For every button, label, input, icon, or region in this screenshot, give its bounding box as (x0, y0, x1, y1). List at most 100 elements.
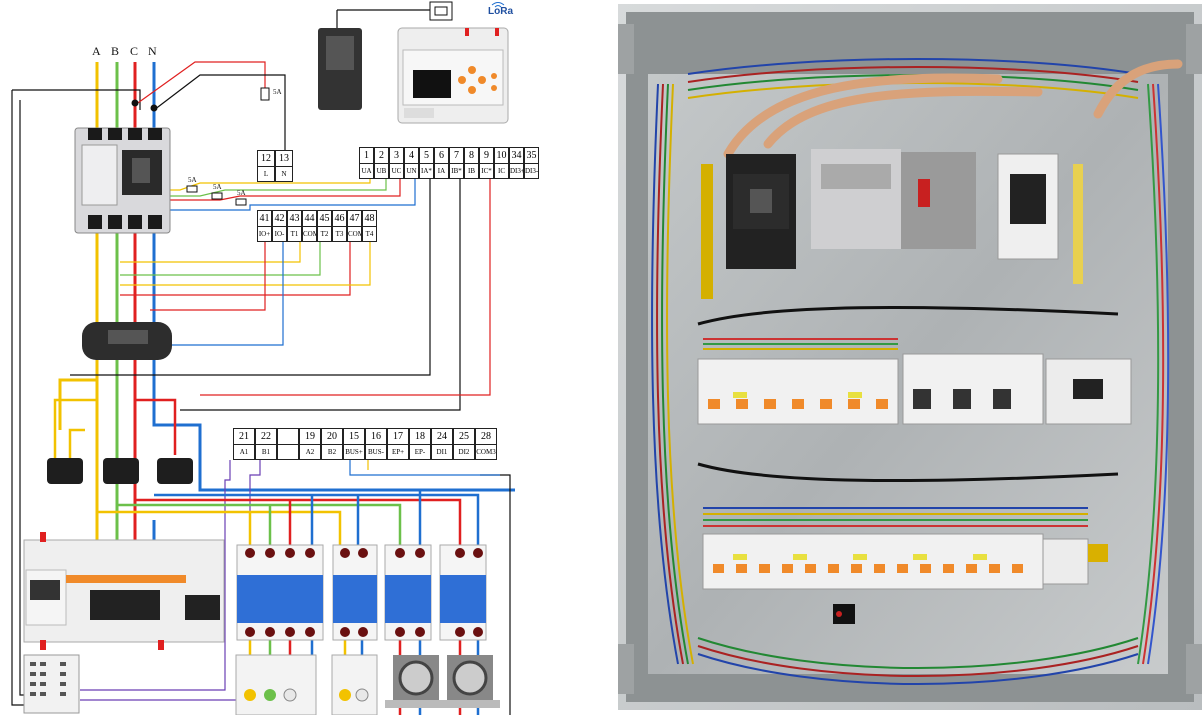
terminal-number: 12 (258, 151, 274, 167)
terminal-label: IA (437, 167, 446, 175)
junction-dots (131, 99, 158, 112)
terminal-label: IC* (481, 167, 492, 175)
terminal-number: 1 (360, 148, 373, 164)
terminal-number: 45 (318, 211, 331, 227)
terminal-label: UC (391, 167, 402, 175)
terminal-label: UA (361, 167, 372, 175)
main-breaker (74, 127, 171, 234)
terminal-label (278, 445, 298, 459)
fuse-label-1: 5A (188, 176, 197, 184)
terminal-label: IC (498, 167, 505, 175)
terminal-label: COM3 (476, 448, 496, 456)
fuse-power (260, 87, 270, 101)
wire-phase-n (152, 62, 515, 545)
terminal-number: 15 (344, 429, 364, 445)
terminal-label: T1 (290, 230, 299, 238)
terminal-label: EP- (414, 448, 426, 456)
top-breakers (701, 149, 1083, 299)
terminal-label: DI1 (436, 448, 448, 456)
terminal-number: 7 (450, 148, 463, 164)
terminal-number: 25 (454, 429, 474, 445)
terminal-number: 35 (525, 148, 538, 164)
energy-meter-unit (23, 532, 225, 650)
terminal-label: IB* (451, 167, 462, 175)
terminal-label: BUS+ (345, 448, 363, 456)
terminal-number: 22 (256, 429, 276, 445)
copper-cables (723, 59, 1183, 159)
wiring-diagram (11, 1, 515, 715)
terminal-number: 41 (258, 211, 271, 227)
wire-phase-a (58, 62, 99, 545)
fuse-label-2: 5A (213, 183, 222, 191)
mcb-2p-a (332, 544, 378, 641)
phase-label-b: B (111, 44, 120, 58)
wire-bundles (651, 58, 1170, 685)
terminal-module (23, 654, 80, 714)
terminal-number: 19 (300, 429, 320, 445)
terminal-number: 2 (375, 148, 388, 164)
terminal-number: 17 (388, 429, 408, 445)
sensor-module (318, 28, 362, 110)
signal-wires (11, 9, 511, 715)
terminal-label: B1 (261, 448, 271, 456)
fuses-voltage (186, 185, 247, 206)
lower-row-wires (703, 338, 1088, 527)
terminal-label: A2 (305, 448, 315, 456)
mcb-2p-c (439, 544, 487, 641)
lower-din-rail (702, 533, 1108, 590)
terminal-number: 48 (363, 211, 376, 227)
mcb-4p (236, 544, 324, 641)
terminal-label: IA* (421, 167, 432, 175)
terminal-label: L (263, 170, 269, 178)
phase-label-c: C (130, 44, 139, 58)
middle-din-rail (697, 353, 1132, 425)
bottom-meters (235, 654, 378, 715)
terminal-label: N (281, 170, 287, 178)
fuse-label-power: 5A (273, 88, 282, 96)
terminal-number: 28 (476, 429, 496, 445)
terminal-label: DI3- (525, 167, 538, 175)
terminal-number: 46 (333, 211, 346, 227)
terminal-label: B2 (327, 448, 337, 456)
terminal-label: A1 (239, 448, 249, 456)
terminal-label: T4 (365, 230, 374, 238)
terminal-label: UB (376, 167, 387, 175)
terminal-label: T2 (320, 230, 329, 238)
terminal-number: 47 (348, 211, 361, 227)
bottom-ring-cts (385, 655, 500, 708)
panel-photo (618, 4, 1202, 710)
ct-loops (53, 398, 177, 460)
terminal-label: T3 (335, 230, 344, 238)
terminal-label: COM1 (303, 230, 316, 238)
terminal-number (278, 429, 298, 445)
lora-label: LoRa (488, 6, 513, 17)
terminal-number: 10 (495, 148, 508, 164)
terminal-47: 47COM2 (347, 210, 362, 242)
terminal-number: 5 (420, 148, 433, 164)
terminal-label: IO+ (258, 230, 271, 238)
small-current-transformers (47, 458, 193, 484)
terminal-label: BUS- (368, 448, 384, 456)
terminal-label: DI2 (458, 448, 470, 456)
terminal-number: 42 (273, 211, 286, 227)
